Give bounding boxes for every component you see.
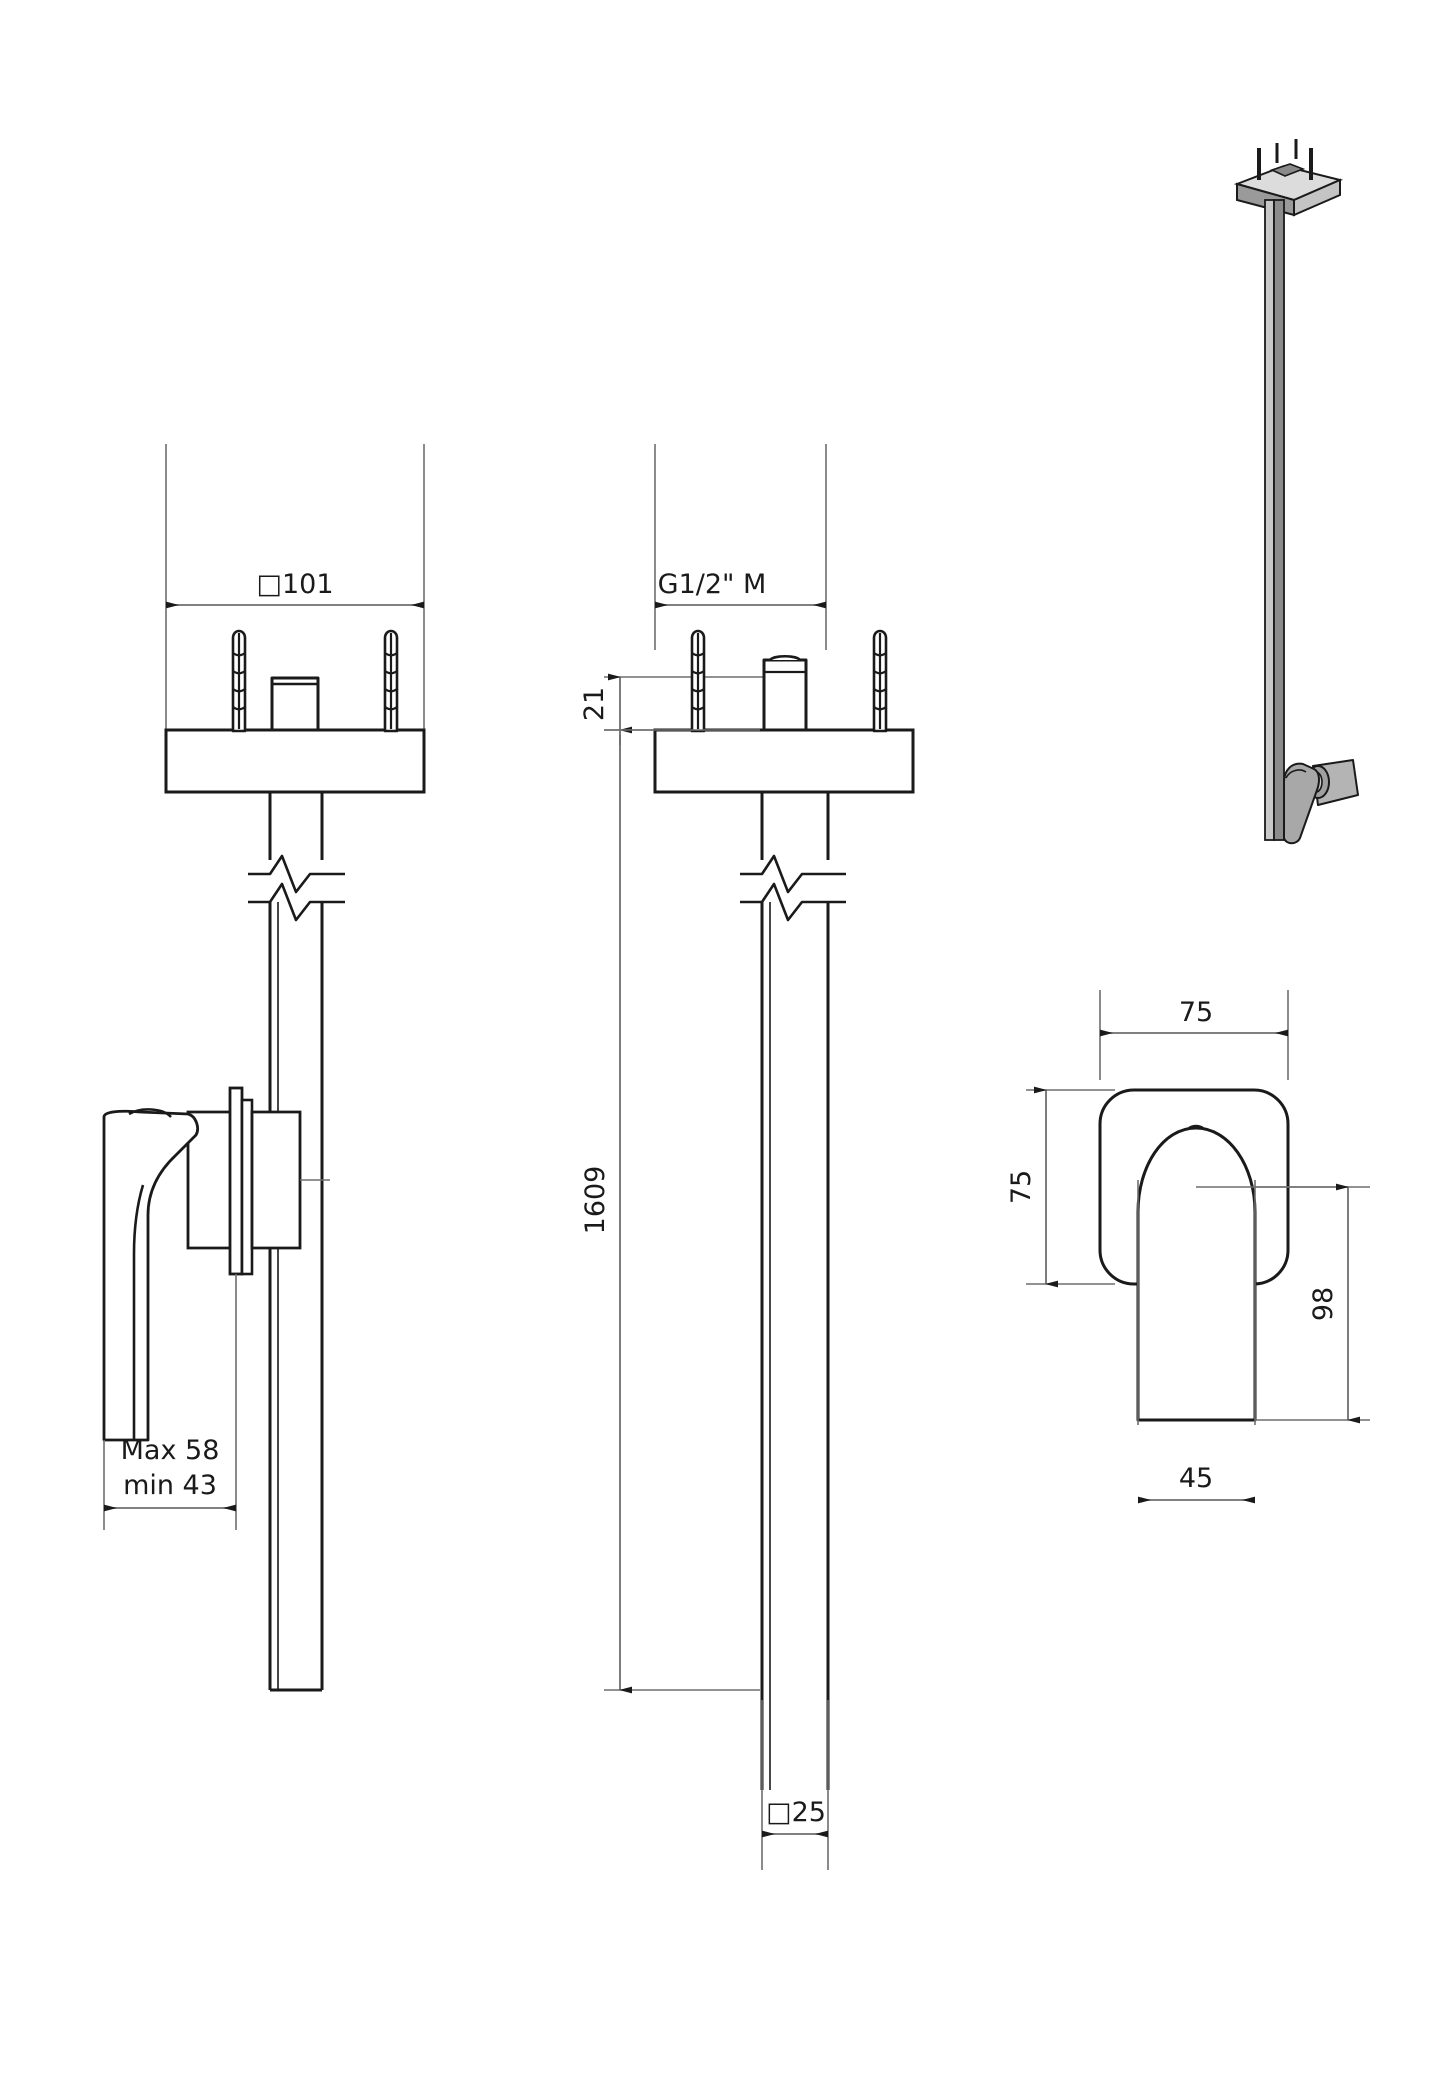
view-front-section: G1/2" M 21 [579,444,915,1870]
dim-label-front-width-75: 75 [1179,997,1213,1028]
assembly-tube-3d [1264,199,1285,841]
dim-label-front-total-98: 98 [1308,1287,1339,1321]
mixer-lever-front [1136,1124,1257,1422]
plate-center-boss [270,676,320,732]
ceiling-tube-side [248,792,345,1692]
ceiling-plate-side [164,728,426,794]
dim-label-front-height-75: 75 [1006,1170,1037,1204]
dim-label-plate-width-101: □101 [256,569,333,600]
dim-ext-lines-thread [654,444,827,650]
dim-label-tube-section-25: □25 [766,1797,826,1828]
ceiling-tube-front [740,792,846,1790]
dim-label-anchor-21: 21 [579,687,610,721]
ceiling-plate-front [653,728,915,794]
dim-label-front-lever-45: 45 [1179,1463,1213,1494]
assembly-mixer-3d [1283,759,1359,845]
anchor-plug-front-left [690,629,706,733]
anchor-plug-left [231,629,247,733]
dim-ext-lines-handle [103,1274,237,1530]
dim-label-thread-g12m: G1/2" M [658,569,767,600]
view-mixer-front: 75 75 98 [1006,990,1370,1504]
dim-label-total-length-1609: 1609 [580,1166,611,1235]
assembly-ceiling-plate-3d [1233,139,1344,217]
dim-ext-lines-front-45 [1137,1180,1256,1425]
view-side-section: □101 [102,444,426,1692]
dim-ext-lines-25 [761,1700,829,1870]
dim-label-handle-min-43: min 43 [123,1470,217,1501]
anchor-plug-front-right [872,629,888,733]
thread-nipple-front [762,654,808,732]
view-3d-assembly [1233,139,1359,845]
dim-label-handle-max-58: Max 58 [121,1435,220,1466]
anchor-plug-right [383,629,399,733]
mixer-body-side [102,1086,330,1442]
